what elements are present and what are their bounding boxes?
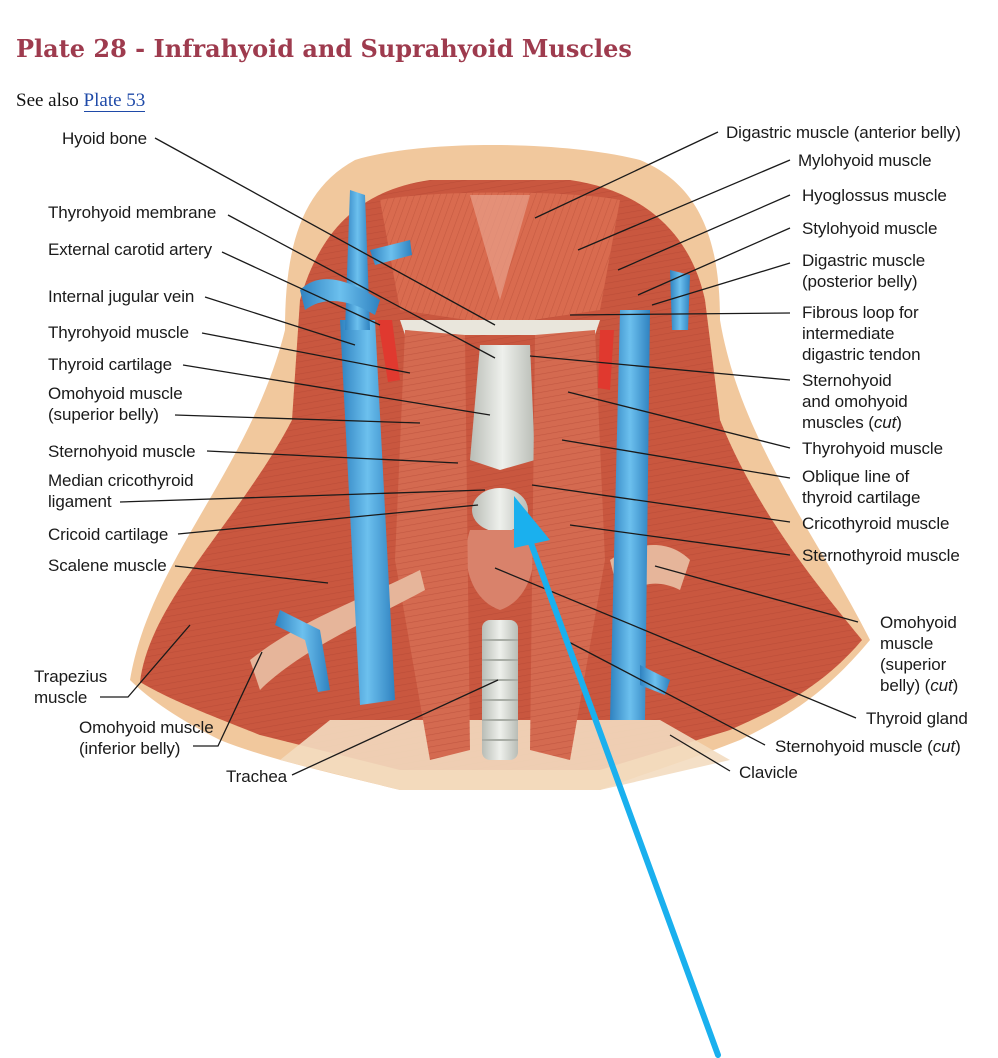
label-line: muscle xyxy=(880,634,934,653)
label-leader-lines xyxy=(100,131,859,776)
label-line: digastric tendon xyxy=(802,345,921,364)
label-scalene-muscle: Scalene muscle xyxy=(48,556,167,575)
label-line: thyroid cartilage xyxy=(802,488,921,507)
label-cricoid-cartilage: Cricoid cartilage xyxy=(48,525,169,544)
label-digastric-anterior: Digastric muscle (anterior belly) xyxy=(726,123,961,142)
label-median-cricothyroid-ligament: Median cricothyroid ligament xyxy=(48,470,194,512)
label-sternothyroid-muscle: Sternothyroid muscle xyxy=(802,546,960,565)
label-text: ) xyxy=(896,413,902,432)
label-thyrohyoid-membrane: Thyrohyoid membrane xyxy=(48,203,217,222)
label-fibrous-loop: Fibrous loop for intermediate digastric … xyxy=(802,302,921,365)
label-external-carotid-artery: External carotid artery xyxy=(48,240,212,259)
label-omohyoid-inferior-belly: Omohyoid muscle (inferior belly) xyxy=(79,717,214,759)
label-line: muscle xyxy=(34,688,88,707)
label-italic: cut xyxy=(932,737,956,756)
label-hyoid-bone: Hyoid bone xyxy=(62,129,148,148)
label-line: Omohyoid muscle xyxy=(79,718,214,737)
label-text: ) xyxy=(955,737,961,756)
label-line: (superior belly) xyxy=(48,405,159,424)
label-hyoglossus: Hyoglossus muscle xyxy=(802,186,947,205)
label-line: (posterior belly) xyxy=(802,272,918,291)
label-thyroid-gland: Thyroid gland xyxy=(866,709,968,728)
label-thyrohyoid-muscle-right: Thyrohyoid muscle xyxy=(802,439,943,458)
label-omohyoid-superior-left: Omohyoid muscle (superior belly) xyxy=(48,383,183,425)
label-line: belly) (cut) xyxy=(880,675,958,696)
see-also-prefix: See also xyxy=(16,90,84,111)
label-line: (inferior belly) xyxy=(79,739,181,758)
see-also: See also Plate 53 xyxy=(16,90,146,112)
label-line: Median cricothyroid xyxy=(48,471,194,490)
label-text: belly) ( xyxy=(880,676,931,695)
label-text: ) xyxy=(952,676,959,695)
label-line: Fibrous loop for xyxy=(802,303,919,322)
label-thyroid-cartilage: Thyroid cartilage xyxy=(48,355,172,374)
label-sternohyoid-muscle: Sternohyoid muscle xyxy=(48,442,196,461)
label-text: Sternohyoid muscle ( xyxy=(775,737,933,756)
label-line: Trapezius xyxy=(34,667,108,686)
label-stylohyoid: Stylohyoid muscle xyxy=(802,219,938,238)
label-mylohyoid: Mylohyoid muscle xyxy=(798,151,932,170)
label-sternohyoid-cut: Sternohyoid muscle (cut) xyxy=(775,736,961,757)
page-title: Plate 28 - Infrahyoid and Suprahyoid Mus… xyxy=(16,34,632,63)
label-cricothyroid-muscle: Cricothyroid muscle xyxy=(802,514,950,533)
carotid-arteries xyxy=(378,320,614,390)
label-omohyoid-superior-right: Omohyoid muscle (superior belly) (cut) xyxy=(880,612,958,696)
label-oblique-line: Oblique line of thyroid cartilage xyxy=(802,466,920,508)
label-line: Sternohyoid xyxy=(802,371,892,390)
label-line: and omohyoid xyxy=(802,392,908,411)
label-trapezius-muscle: Trapezius muscle xyxy=(34,666,107,708)
label-internal-jugular-vein: Internal jugular vein xyxy=(48,287,195,306)
plate-53-link[interactable]: Plate 53 xyxy=(83,90,146,112)
pointer-arrow xyxy=(514,496,721,1058)
internal-jugular-veins xyxy=(275,190,690,720)
label-line: muscles (cut) xyxy=(802,412,908,433)
label-line: Omohyoid muscle xyxy=(48,384,183,403)
label-line: Oblique line of xyxy=(802,467,910,486)
label-italic: cut xyxy=(930,676,953,695)
label-clavicle: Clavicle xyxy=(739,763,798,782)
label-line: intermediate xyxy=(802,324,895,343)
label-digastric-posterior: Digastric muscle (posterior belly) xyxy=(802,250,925,292)
label-sternohyoid-omohyoid-cut: Sternohyoid and omohyoid muscles (cut) xyxy=(802,370,908,433)
label-trachea: Trachea xyxy=(226,767,288,786)
label-line: ligament xyxy=(48,492,112,511)
label-italic: cut xyxy=(873,413,897,432)
trachea-rings xyxy=(482,620,518,760)
label-line: (superior xyxy=(880,655,947,674)
suprahyoid-muscles xyxy=(380,192,620,335)
label-line: Omohyoid xyxy=(880,613,957,632)
label-text: muscles ( xyxy=(802,413,874,432)
label-thyrohyoid-muscle-left: Thyrohyoid muscle xyxy=(48,323,189,342)
label-line: Digastric muscle xyxy=(802,251,926,270)
